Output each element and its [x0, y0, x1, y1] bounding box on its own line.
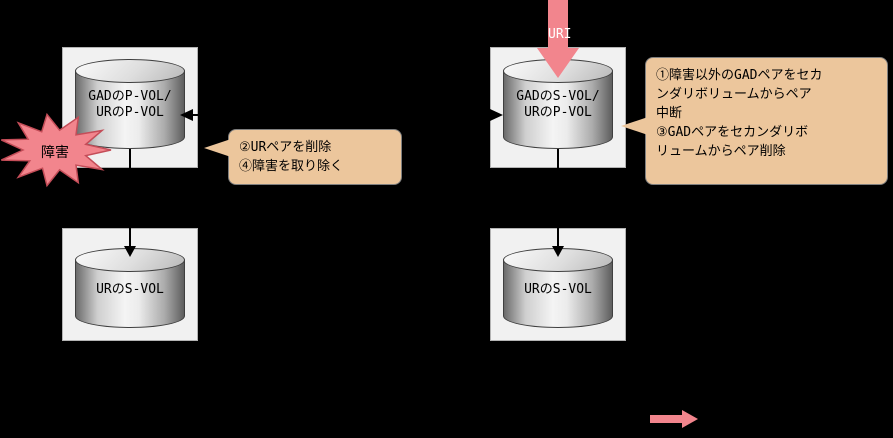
volume-label-line1: URのS-VOL — [524, 282, 592, 297]
io-arrow-label: URI — [548, 27, 572, 42]
callout-pointer-icon — [621, 117, 648, 135]
volume-label: GADのS-VOL/ URのP-VOL — [503, 89, 613, 121]
volume-label: GADのP-VOL/ URのP-VOL — [75, 89, 185, 121]
callout-pointer-icon — [204, 139, 231, 157]
callout-left-line2: ④障害を取り除く — [239, 159, 344, 174]
cylinder-body — [503, 71, 613, 149]
ur-pair-line-right — [557, 147, 559, 247]
ur-pair-arrowhead-left-icon — [124, 246, 136, 257]
volume-label-line1: GADのP-VOL/ — [88, 89, 172, 104]
cylinder-top — [75, 59, 185, 83]
callout-left-line1: ②URペアを削除 — [239, 140, 332, 155]
callout-left-steps: ②URペアを削除 ④障害を取り除く — [204, 129, 402, 185]
server-io-arrow-icon — [537, 0, 579, 78]
failure-burst-icon — [0, 112, 112, 188]
volume-gad-svol-ur-pvol: GADのS-VOL/ URのP-VOL — [503, 59, 613, 149]
volume-label-line2: URのP-VOL — [96, 105, 164, 120]
volume-label-line2: URのP-VOL — [524, 105, 592, 120]
volume-label: URのS-VOL — [503, 282, 613, 298]
callout-right-line5: リュームからペア削除 — [656, 144, 786, 159]
callout-right-steps: ①障害以外のGADペアをセカ ンダリボリュームからペア 中断 ③GADペアをセカ… — [621, 57, 888, 185]
volume-label: URのS-VOL — [75, 282, 185, 298]
gad-pair-arrowhead-right-icon — [490, 109, 503, 121]
callout-right-line1: ①障害以外のGADペアをセカ — [656, 68, 823, 83]
gad-pair-line — [191, 114, 491, 116]
ur-pair-line-left — [129, 147, 131, 247]
volume-label-line1: GADのS-VOL/ — [516, 89, 600, 104]
direction-arrow-icon — [650, 410, 698, 428]
volume-label-line1: URのS-VOL — [96, 282, 164, 297]
ur-pair-arrowhead-right-icon — [552, 246, 564, 257]
callout-right-line3: 中断 — [656, 106, 683, 121]
failure-label: 障害 — [41, 145, 69, 161]
volume-ur-svol-left: URのS-VOL — [75, 248, 185, 328]
callout-right-line2: ンダリボリュームからペア — [656, 87, 812, 102]
volume-ur-svol-right: URのS-VOL — [503, 248, 613, 328]
gad-pair-arrowhead-left-icon — [180, 109, 193, 121]
callout-right-line4: ③GADペアをセカンダリボ — [656, 125, 809, 140]
